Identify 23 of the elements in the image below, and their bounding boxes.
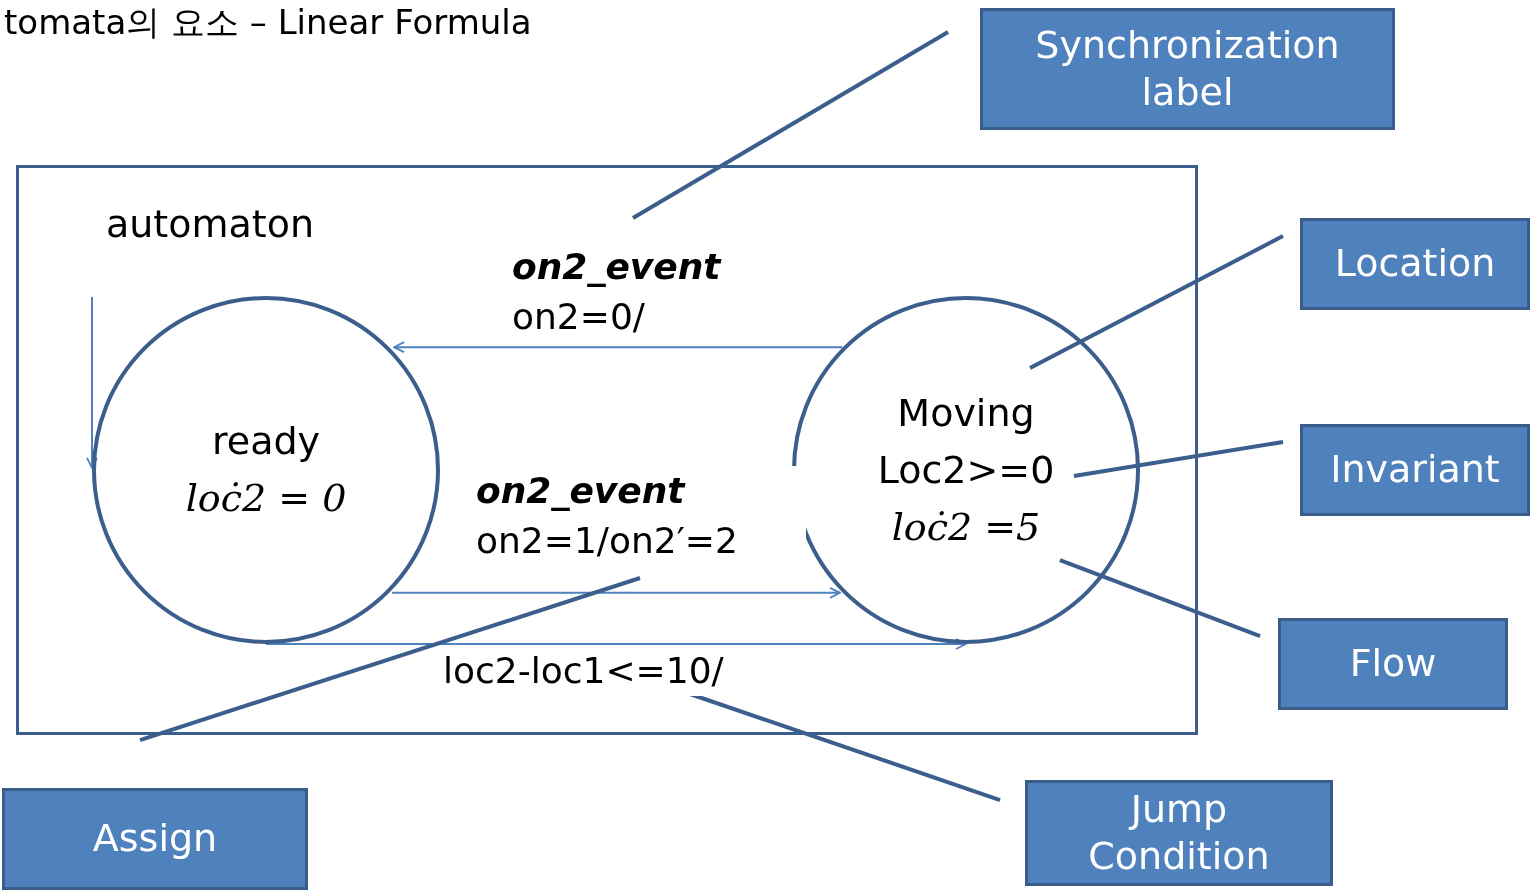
leader-line — [139, 576, 641, 742]
state-name: ready — [211, 418, 321, 465]
title: tomata의 요소 – Linear Formula — [4, 1, 532, 44]
transition-arrow — [393, 341, 844, 354]
frame-title: automaton — [106, 201, 315, 248]
transition-arrow — [265, 638, 967, 650]
callout-box: Invariant — [1300, 424, 1530, 516]
flow-formula: loċ2 =5 — [891, 503, 1041, 551]
flow-formula: loċ2 = 0 — [185, 475, 347, 522]
state-name: Moving — [897, 389, 1035, 437]
invariant-text: Loc2>=0 — [877, 446, 1055, 494]
state-circle — [92, 296, 440, 644]
callout-box: Location — [1300, 218, 1530, 310]
leader-line — [1029, 234, 1284, 370]
leader-line — [1073, 440, 1284, 478]
callout-box: Synchronization label — [980, 8, 1395, 130]
callout-box: Flow — [1278, 618, 1508, 710]
leader-line — [1059, 558, 1261, 638]
callout-box: Jump Condition — [1025, 780, 1333, 886]
callout-box: Assign — [2, 788, 308, 890]
leader-line — [632, 30, 950, 220]
initial-arrow — [86, 296, 98, 469]
transition-arrow — [391, 586, 841, 599]
